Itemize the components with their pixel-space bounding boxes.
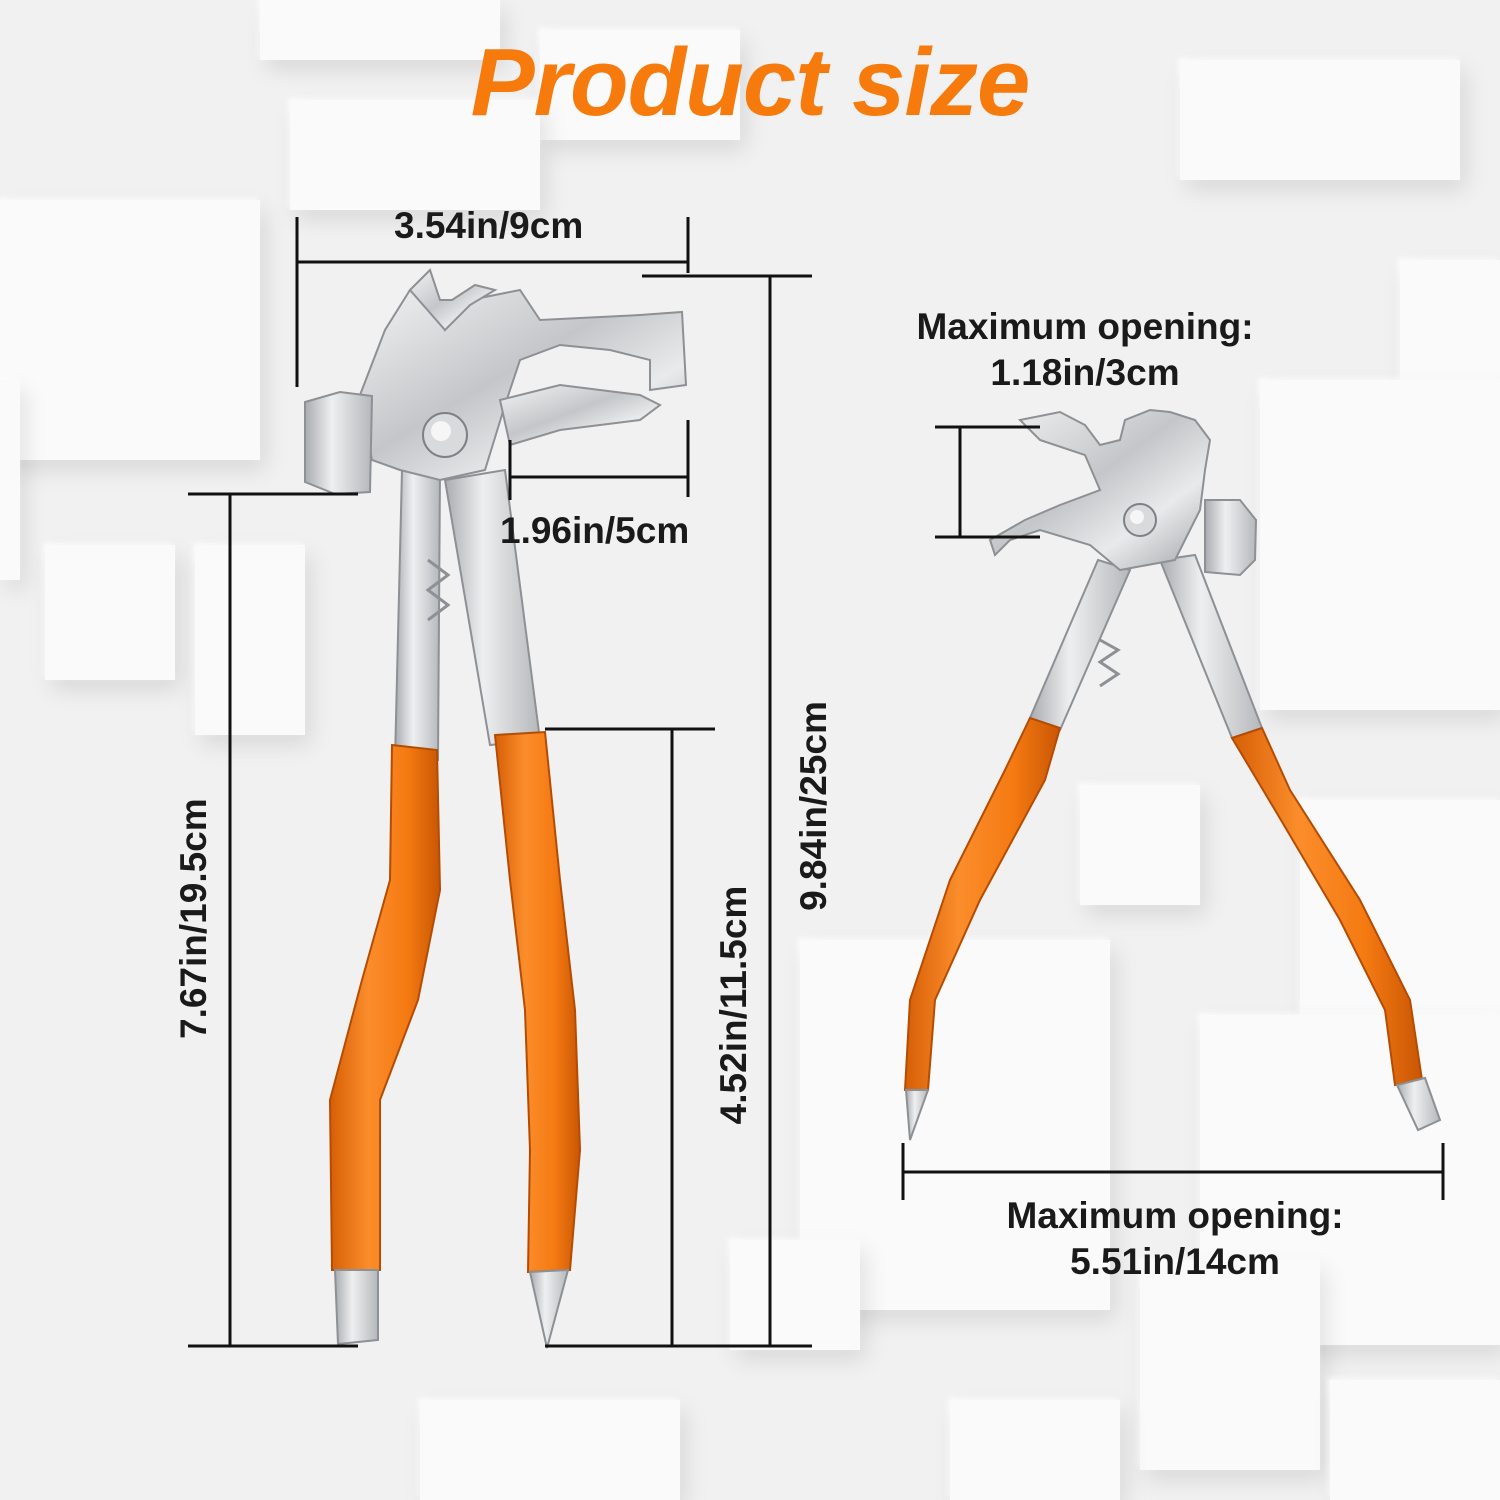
head-width-label: 3.54in/9cm: [394, 205, 584, 246]
background-tile: [260, 0, 500, 60]
jaw-opening-label: Maximum opening: 1.18in/3cm: [880, 304, 1290, 396]
dimension-lines: [188, 217, 1445, 1348]
handle-opening-title: Maximum opening:: [1006, 1195, 1344, 1236]
background-tile: [0, 200, 260, 460]
background-tile: [290, 100, 540, 210]
jaw-opening-title: Maximum opening:: [916, 306, 1254, 347]
open-plier-tool: [903, 408, 1442, 1141]
background-tile: [195, 545, 305, 735]
background-tile: [1260, 380, 1500, 710]
background-tile: [1330, 1380, 1500, 1500]
background-tile: [420, 1400, 680, 1500]
background-tile: [730, 1240, 860, 1350]
handle-opening-label: Maximum opening: 5.51in/14cm: [970, 1193, 1380, 1285]
closed-plier-tool: [304, 268, 688, 1349]
jaw-opening-value: 1.18in/3cm: [990, 352, 1180, 393]
handle-opening-value: 5.51in/14cm: [1070, 1241, 1280, 1282]
total-length-label: 9.84in/25cm: [793, 701, 834, 911]
background-tile: [1080, 785, 1200, 905]
background-tile: [45, 545, 175, 680]
background-tile: [0, 380, 20, 580]
handle-length-label: 7.67in/19.5cm: [173, 798, 214, 1039]
grip-length-label: 4.52in/11.5cm: [713, 885, 754, 1125]
jaw-length-label: 1.96in/5cm: [500, 510, 690, 551]
background-tile: [1180, 60, 1460, 180]
background-tile: [950, 1400, 1120, 1500]
background-tile: [1140, 1260, 1320, 1470]
page-title: Product size: [470, 29, 1031, 136]
background-tile: [540, 30, 740, 140]
